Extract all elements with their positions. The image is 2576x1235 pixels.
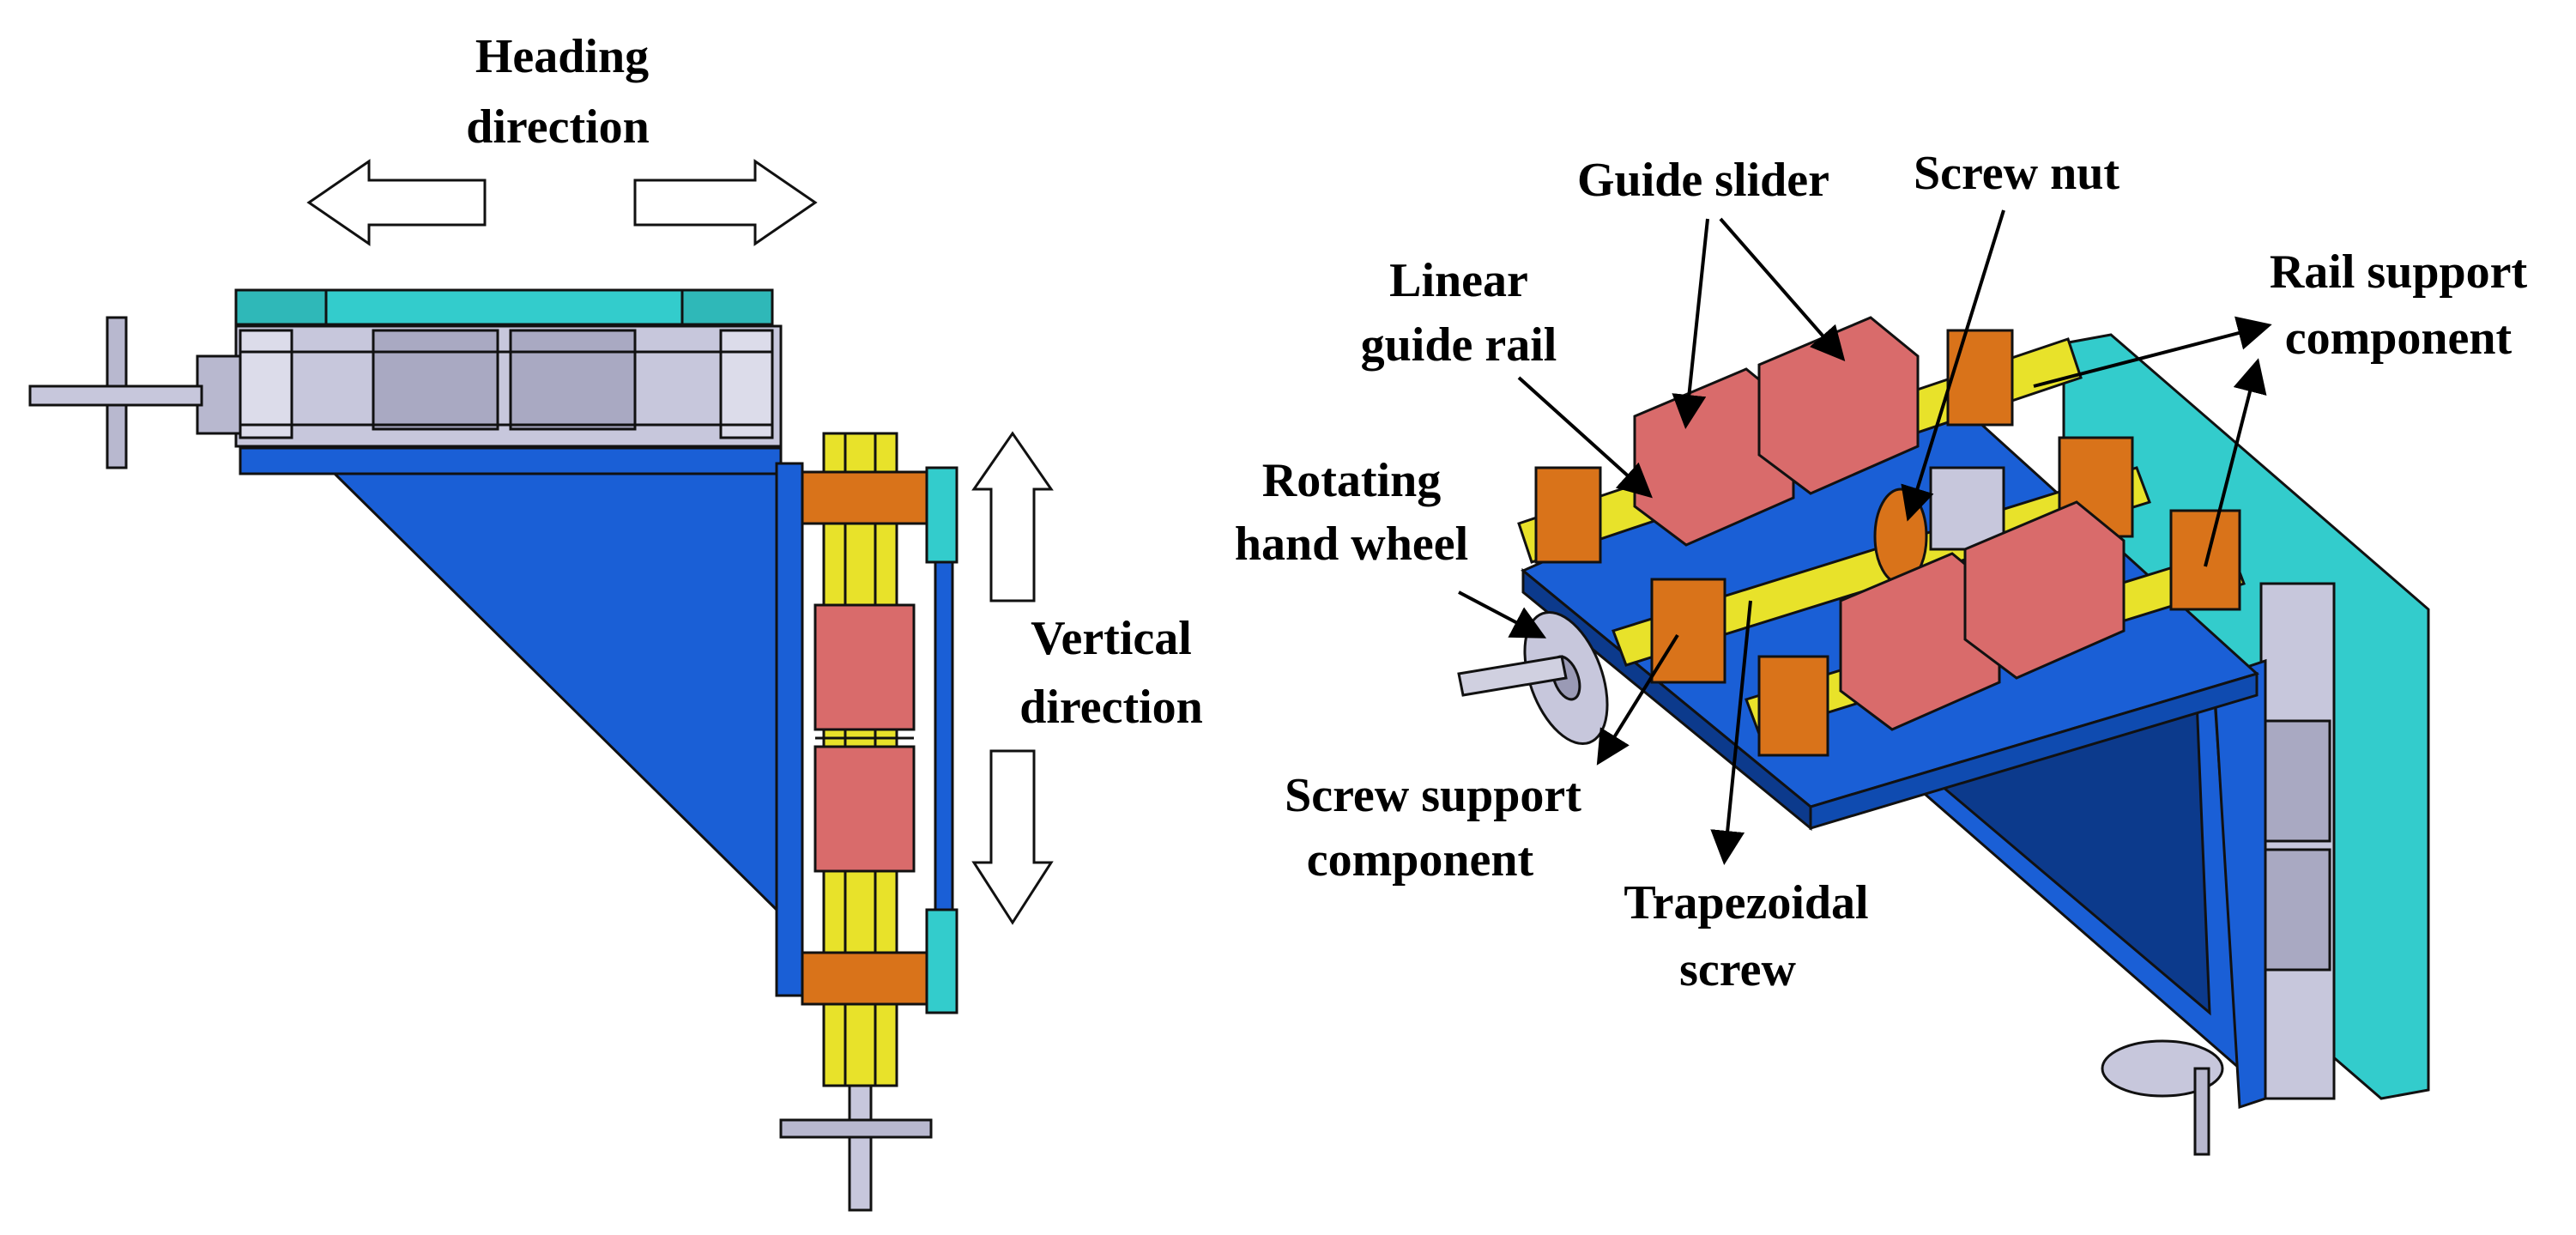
heading-direction-label-line1: Heading [475, 30, 649, 83]
leader-screw-nut [1901, 209, 2005, 522]
right-isometric-view [1457, 316, 2430, 1156]
blue-gusset [331, 472, 778, 913]
label-linear-guide-rail-line1: Linear [1389, 254, 1528, 307]
guide-slider-rear-2 [1757, 316, 1920, 495]
support-front-left [1757, 655, 1829, 757]
left-shaft [28, 384, 203, 407]
top-blue-plate [239, 446, 783, 475]
leader-hand-wheel [1458, 590, 1547, 639]
top-rail-block [234, 324, 783, 448]
leader-rail-support-b [2204, 358, 2267, 567]
leader-trapezoidal-screw [1710, 600, 1752, 865]
vertical-direction-label-line2: direction [1019, 681, 1203, 734]
leader-screw-support [1596, 633, 1679, 766]
leader-guide-slider-b [1719, 217, 1846, 362]
leader-linear-guide-rail [1517, 376, 1653, 499]
support-rear-right [1946, 329, 2014, 427]
leader-guide-slider-a [1672, 218, 1709, 429]
lower-orange-support [801, 951, 928, 1006]
vertical-slider-upper [813, 603, 916, 731]
upper-orange-support [801, 470, 928, 525]
vertical-blue-plate [775, 462, 804, 997]
right-teal-plate-bottom [925, 908, 958, 1014]
vertical-down-arrow [971, 749, 1054, 925]
bottom-hand-wheel [779, 1118, 933, 1139]
leader-lines [1458, 209, 2272, 865]
label-rail-support-line1: Rail support [2270, 245, 2528, 299]
vertical-up-arrow [971, 431, 1054, 602]
label-hand-wheel-line2: hand wheel [1235, 518, 1468, 571]
heading-left-arrow [306, 159, 487, 246]
label-screw-support-line2: component [1307, 833, 1534, 887]
label-trapezoidal-screw-line2: screw [1679, 943, 1796, 996]
label-screw-nut: Screw nut [1914, 147, 2119, 200]
vertical-slider-lower [813, 745, 916, 873]
left-front-view [28, 159, 1054, 1212]
label-hand-wheel-line1: Rotating [1262, 454, 1441, 507]
support-mid-left [1650, 578, 1726, 684]
hand-wheel-shaft [1457, 655, 1568, 697]
vertical-direction-label-line1: Vertical [1031, 612, 1192, 665]
leader-rail-support-a [2033, 316, 2272, 388]
label-guide-slider: Guide slider [1577, 154, 1829, 207]
label-trapezoidal-screw-line1: Trapezoidal [1624, 876, 1868, 929]
support-rear-left [1534, 466, 1602, 564]
heading-direction-label-line2: direction [466, 100, 650, 154]
right-teal-plate-top [925, 466, 958, 564]
label-screw-support-line1: Screw support [1285, 769, 1581, 822]
bottom-wheel [2101, 1039, 2224, 1098]
guide-slider-front-1 [1839, 552, 2001, 731]
screw-nut-block [1929, 466, 2005, 551]
bottom-shaft [848, 1084, 873, 1212]
heading-right-arrow [633, 159, 818, 246]
label-rail-support-line2: component [2285, 312, 2513, 365]
label-linear-guide-rail-line2: guide rail [1361, 318, 1557, 372]
guide-slider-front-2 [1963, 500, 2126, 680]
